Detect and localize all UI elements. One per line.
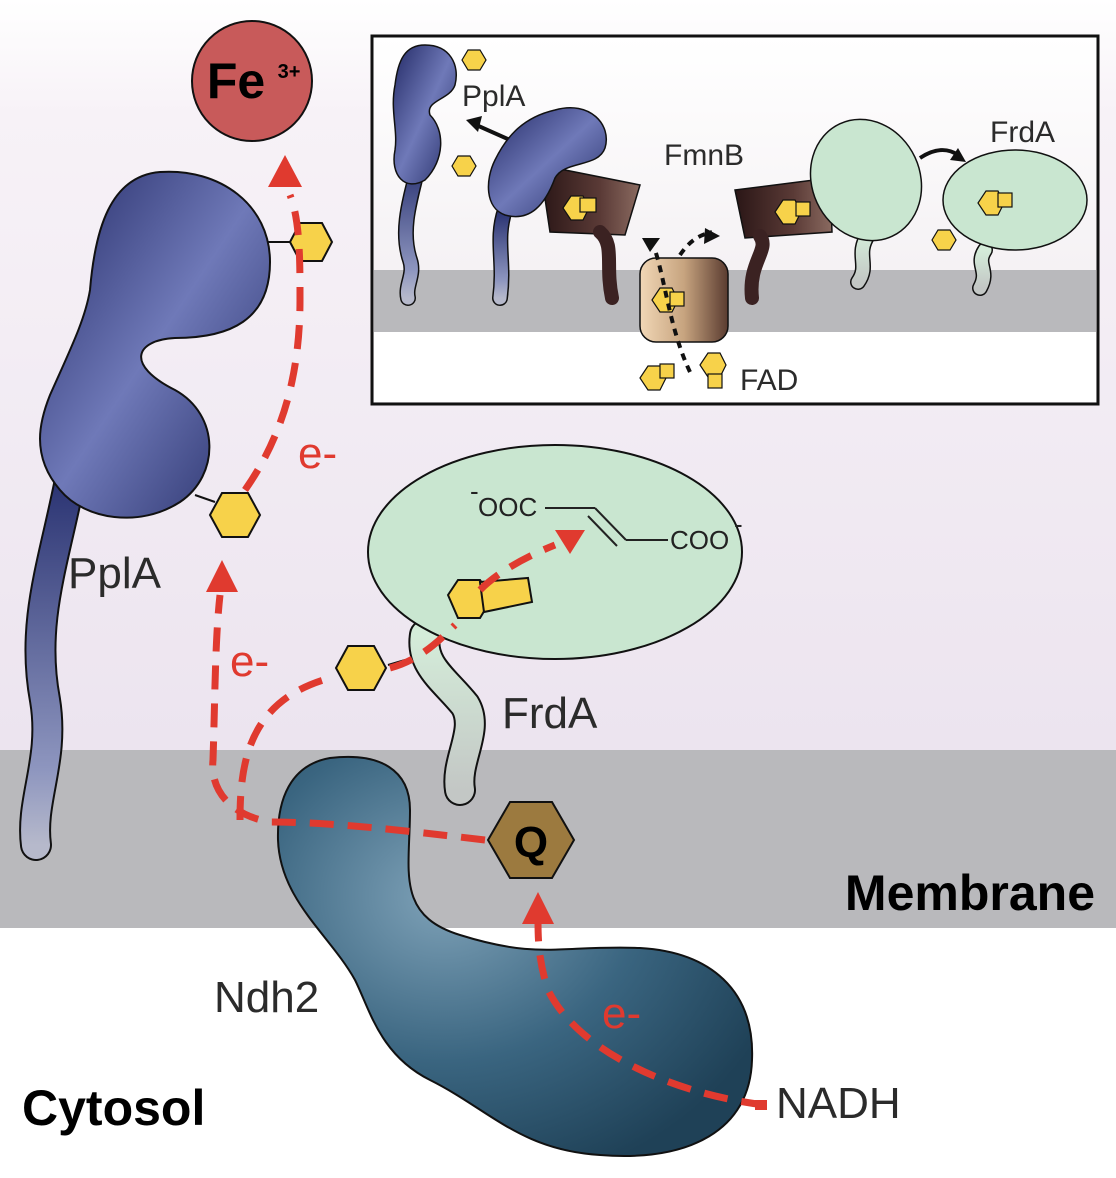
- inset-fad-label: FAD: [740, 364, 798, 397]
- fe-charge-label: 3+: [278, 61, 301, 83]
- inset-cytosol: [374, 332, 1096, 402]
- inset-fad-icon: [774, 199, 811, 225]
- electron-paths: [209, 193, 766, 1109]
- release-arrow-icon: [473, 122, 511, 142]
- arrowhead-icon: [704, 228, 720, 244]
- electron-arrowheads: [206, 155, 767, 1110]
- arrowhead-icon: [555, 530, 585, 554]
- ndh2-label: Ndh2: [214, 973, 319, 1022]
- quinone-molecule: Q: [486, 801, 576, 879]
- fumarate-right-charge: -: [734, 509, 743, 539]
- frdA-protein: [334, 444, 743, 806]
- electron-label-branch: e-: [230, 637, 269, 686]
- fumarate-left-charge: -: [470, 476, 479, 506]
- inset-frdA-label: FrdA: [990, 116, 1055, 149]
- ndh2-protein: [276, 755, 754, 1157]
- fumarate-left-group: OOC: [478, 492, 537, 522]
- fmn-cofactor-icon: [334, 645, 388, 691]
- nadh-label: NADH: [776, 1079, 901, 1128]
- pplA-label: PplA: [68, 549, 162, 598]
- electron-path-frdA-fmn: [389, 622, 458, 672]
- cytosol-label: Cytosol: [22, 1080, 205, 1136]
- quinone-label: Q: [514, 818, 548, 867]
- electron-label-ndh2: e-: [602, 989, 641, 1038]
- arrowhead-icon: [642, 238, 660, 252]
- electron-path-pplA-internal: [242, 193, 304, 493]
- inset-frdA-free: [942, 149, 1088, 251]
- pplA-protein: [19, 170, 334, 861]
- inset-fad-icon: [562, 195, 597, 221]
- frdA-label: FrdA: [502, 689, 598, 738]
- electron-path-quinone-to-frdA: [236, 674, 331, 821]
- arrowhead-icon: [522, 892, 554, 924]
- inset-fad-icon: [699, 352, 727, 389]
- membrane-label: Membrane: [845, 865, 1095, 921]
- inset-fad-icon: [651, 287, 685, 313]
- fumarate-structure: - OOC COO -: [470, 476, 743, 555]
- flavinylation-inset: PplA FAD: [370, 34, 1100, 406]
- inset-fad-icon: [977, 190, 1013, 216]
- inset-fmnB-label: FmnB: [664, 139, 744, 172]
- electron-path-ndh2-to-quinone: [209, 594, 486, 844]
- arrowhead-icon: [268, 155, 302, 187]
- pplA-body: [39, 170, 272, 519]
- fe3-ion: Fe 3+: [191, 20, 313, 142]
- fad-transport-path: [653, 230, 713, 373]
- inset-pplA-label: PplA: [462, 80, 525, 113]
- nadh-connector: [755, 1100, 767, 1110]
- electron-path-frdA-to-fumarate: [477, 541, 557, 593]
- fumarate-right-group: COO: [670, 525, 729, 555]
- fmn-cofactor-icon: [208, 492, 262, 538]
- fad-cofactor-icon: [446, 576, 534, 619]
- arrowhead-icon: [206, 560, 238, 592]
- inset-fad-icon: [639, 363, 675, 391]
- electron-label-pplA: e-: [298, 429, 337, 478]
- inset-pplA-free: [392, 44, 457, 185]
- inset-pplA-bound: [487, 107, 607, 218]
- fe-label: Fe: [207, 53, 265, 109]
- inset-frdA-bound: [809, 118, 923, 242]
